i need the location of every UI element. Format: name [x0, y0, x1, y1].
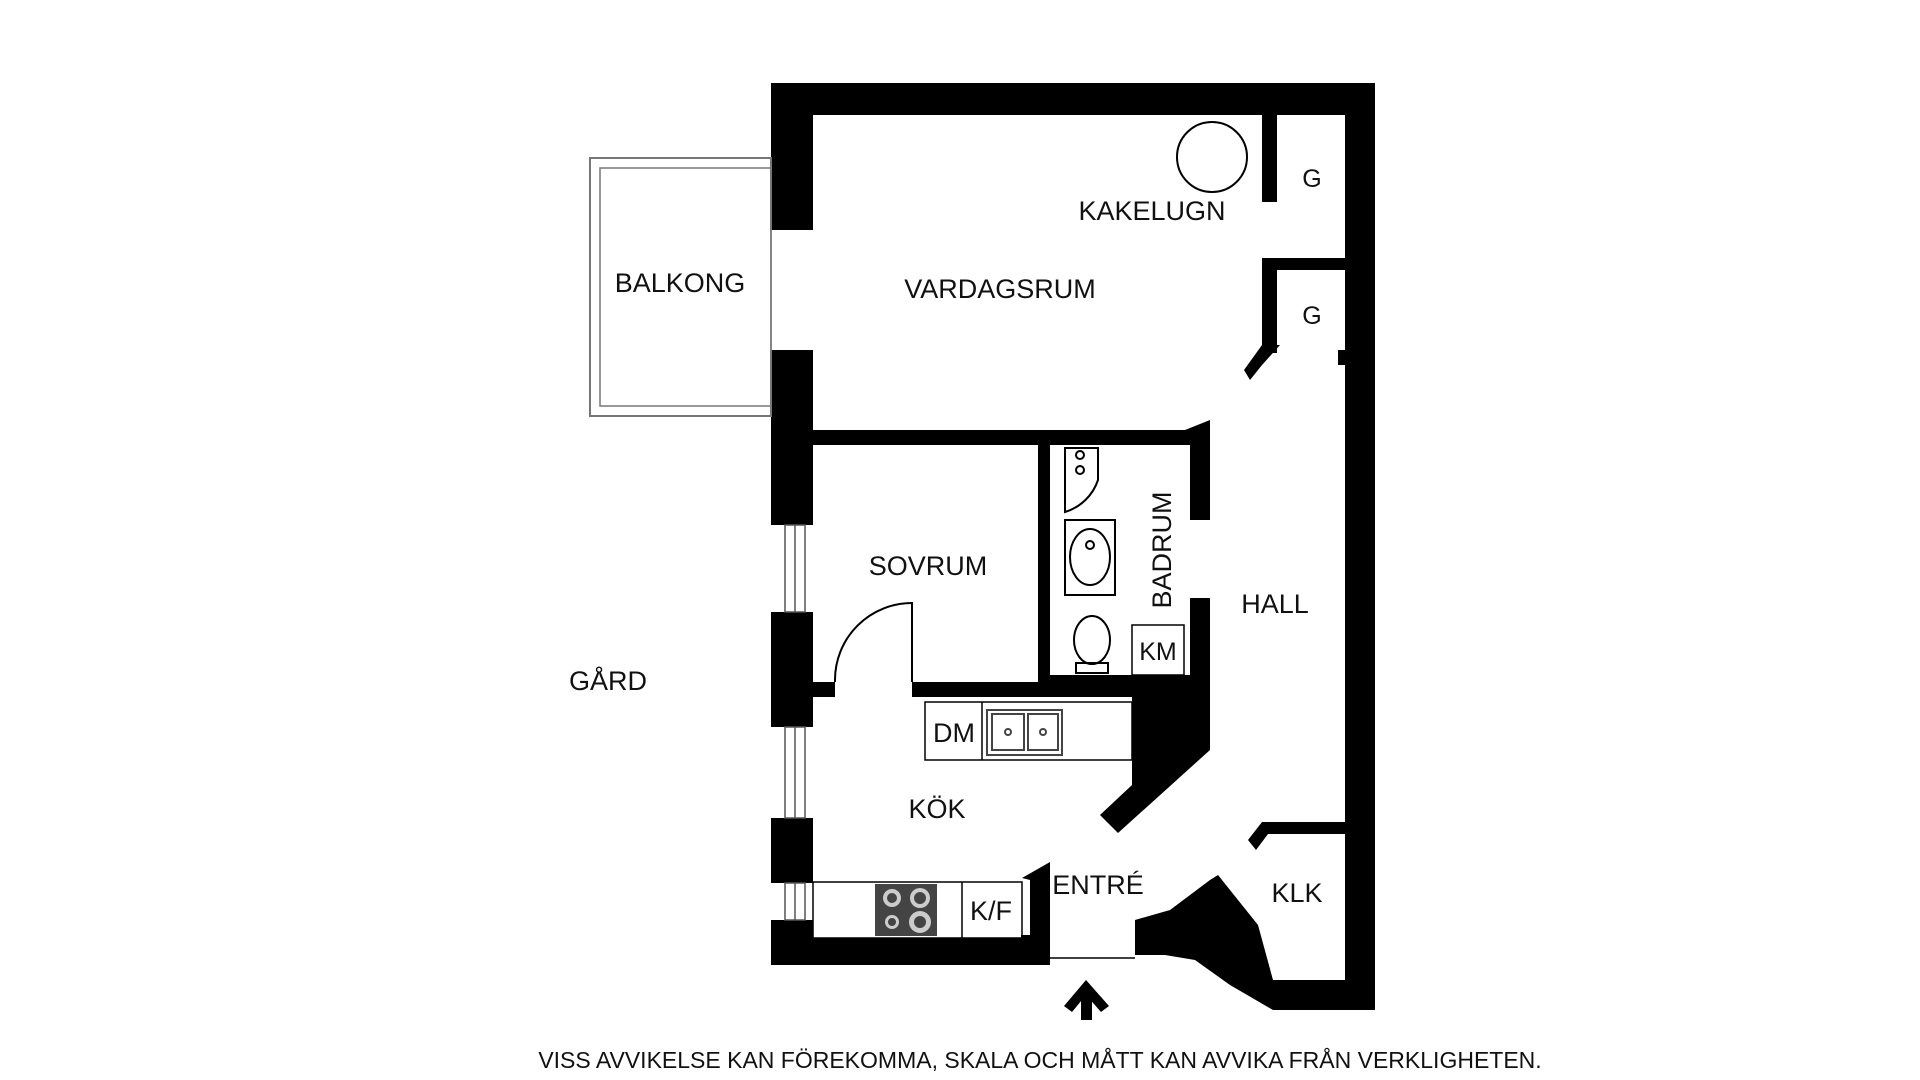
- label-gard: GÅRD: [569, 665, 647, 696]
- label-kakelugn: KAKELUGN: [1078, 196, 1225, 226]
- label-hall: HALL: [1241, 589, 1309, 619]
- kitchen-counter-bottom: [812, 881, 1023, 939]
- label-balkong: BALKONG: [615, 268, 746, 298]
- toilet-icon: [1073, 615, 1111, 674]
- label-badrum: BADRUM: [1147, 491, 1177, 608]
- label-entre: ENTRÉ: [1052, 870, 1144, 900]
- kakelugn-icon: [1176, 121, 1248, 193]
- shower-icon: [1064, 447, 1099, 514]
- kitchen-counter-top: [924, 701, 1133, 761]
- label-g-lower: G: [1302, 302, 1321, 330]
- label-dm: DM: [933, 718, 975, 748]
- stove-icon: [875, 884, 937, 936]
- door-swing-icon: [834, 601, 913, 682]
- walls: [771, 83, 1375, 1010]
- windows: [784, 524, 806, 921]
- sink-icon: [986, 709, 1063, 756]
- entrance-arrow-icon: [1064, 980, 1109, 1020]
- label-kok: KÖK: [908, 794, 965, 824]
- footer-disclaimer: VISS AVVIKELSE KAN FÖREKOMMA, SKALA OCH …: [538, 1046, 1541, 1073]
- label-km: KM: [1139, 638, 1177, 666]
- label-vardagsrum: VARDAGSRUM: [904, 274, 1096, 304]
- label-sovrum: SOVRUM: [869, 551, 988, 581]
- label-kf: K/F: [970, 896, 1012, 926]
- label-g-upper: G: [1302, 165, 1321, 193]
- washbasin-icon: [1064, 519, 1116, 596]
- label-klk: KLK: [1271, 878, 1322, 908]
- km-box: [1131, 624, 1185, 676]
